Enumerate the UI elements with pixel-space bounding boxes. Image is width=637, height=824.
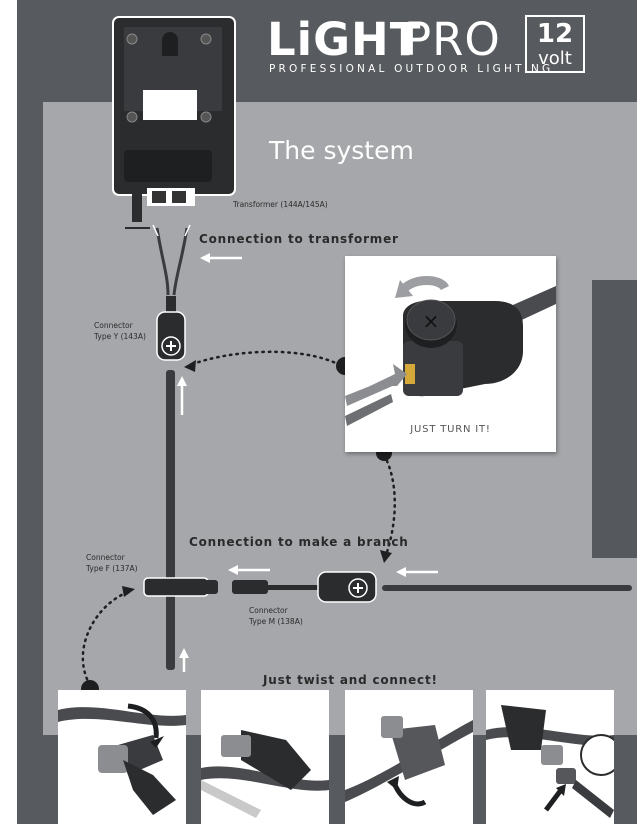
voltage-number: 12 — [536, 19, 574, 49]
brand-name-bold: LiGHT — [267, 13, 422, 66]
transformer-label: Transformer (144A/145A) — [233, 200, 328, 209]
photo-step-2 — [201, 690, 329, 824]
voltage-badge: 12 volt — [525, 15, 585, 73]
just-turn-it-caption: JUST TURN IT! — [410, 424, 491, 435]
heading-connection-transformer: Connection to transformer — [199, 232, 399, 246]
inset-just-turn-it: × JUST TURN IT! — [345, 256, 556, 452]
cross-icon: × — [423, 309, 440, 333]
left-white-strip — [0, 0, 17, 824]
brand-name-light: PRO — [404, 13, 501, 66]
connector-closeup-illustration: × — [345, 276, 556, 426]
curved-arrow-icon — [127, 703, 159, 739]
voltage-unit: volt — [538, 48, 572, 69]
connector-y-label-line2: Type Y (143A) — [94, 332, 146, 341]
connector-y-label-line1: Connector — [94, 321, 133, 330]
connector-f-label-line1: Connector — [86, 553, 125, 562]
page-title: The system — [269, 136, 414, 165]
photo-step-3 — [345, 690, 473, 824]
transformer-illustration — [112, 16, 236, 229]
connector-f-label-line2: Type F (137A) — [86, 564, 138, 573]
rotate-arrow-icon — [401, 276, 450, 292]
photo-step-4 — [486, 690, 614, 824]
connector-m-label-line1: Connector — [249, 606, 288, 615]
heading-twist-connect: Just twist and connect! — [263, 673, 438, 687]
transformer-label-sticker — [143, 90, 197, 120]
photo-step-1 — [58, 690, 186, 824]
connector-m-label-line2: Type M (138A) — [249, 617, 303, 626]
side-tab — [592, 280, 637, 558]
brand-tagline: PROFESSIONAL OUTDOOR LIGHTING — [269, 63, 554, 75]
heading-connection-branch: Connection to make a branch — [189, 535, 409, 549]
